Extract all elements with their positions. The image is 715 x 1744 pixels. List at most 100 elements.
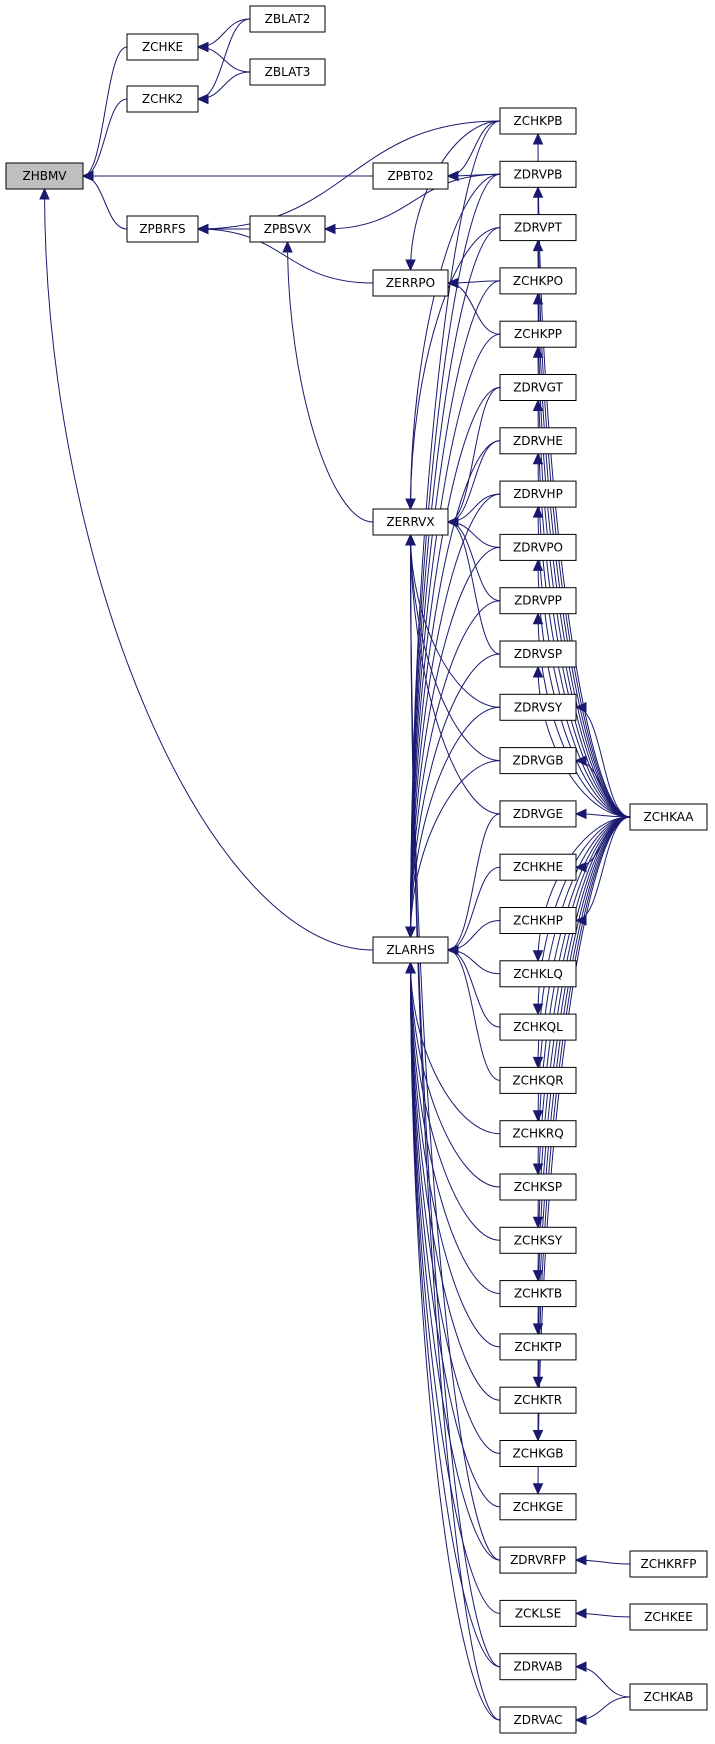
arrowhead-zchkaa-to-zdrvsy [574,702,587,713]
node-zchkpp[interactable]: ZCHKPP [499,320,577,348]
node-box-zchkhe [499,853,577,881]
node-zchktb[interactable]: ZCHKTB [499,1280,577,1308]
node-box-zpbt02 [372,162,449,190]
arrowhead-zchkee-to-zcklse [574,1608,587,1619]
node-label-zerrpo: ZERRPO [386,276,435,290]
node-zdrvsp[interactable]: ZDRVSP [499,640,577,668]
arrowhead-zchkaa-to-zchkpo [532,292,544,305]
node-label-zchksp: ZCHKSP [514,1180,562,1194]
arrowhead-zchkaa-to-zchkpp [532,345,544,358]
node-box-zchkgb [499,1440,577,1467]
node-zchkqr[interactable]: ZCHKQR [499,1066,577,1094]
node-label-zchke: ZCHKE [142,40,183,54]
node-zdrvgt[interactable]: ZDRVGT [499,374,577,401]
node-zchksy[interactable]: ZCHKSY [499,1226,577,1254]
edge-zchkaa-to-zchktr [537,816,631,1388]
node-zchkhp[interactable]: ZCHKHP [499,907,577,934]
node-box-zdrvpo [499,533,577,561]
node-box-zchklq [499,960,577,988]
edge-zchkaa-to-zchkgb [537,816,631,1441]
node-zdrvab[interactable]: ZDRVAB [499,1653,577,1681]
node-zchkpb[interactable]: ZCHKPB [499,107,577,135]
edge-zchkpp-to-zlarhs [410,333,501,938]
node-zdrvpb[interactable]: ZDRVPB [499,160,577,188]
node-zchklq[interactable]: ZCHKLQ [499,960,577,988]
node-zpbrfs[interactable]: ZPBRFS [126,215,199,243]
node-zdrvgb[interactable]: ZDRVGB [499,747,577,775]
node-zpbsvx[interactable]: ZPBSVX [249,215,326,243]
arrowhead-zdrvpb-to-zpbt02 [446,170,459,182]
node-label-zdrvpo: ZDRVPO [513,540,563,554]
node-zchkab[interactable]: ZCHKAB [629,1683,708,1711]
edge-zdrvge-to-zerrvx [410,534,501,815]
edge-zdrvge-to-zlarhs [447,813,501,951]
node-zdrvpo[interactable]: ZDRVPO [499,533,577,561]
edge-zchktr-to-zlarhs [410,962,501,1401]
node-zlarhs[interactable]: ZLARHS [372,936,449,964]
node-label-zhbmv: ZHBMV [22,169,67,183]
edge-zdrvrfp-to-zlarhs [410,962,501,1561]
arrowhead-zchkab-to-zdrvab [574,1661,587,1672]
node-zchkql[interactable]: ZCHKQL [499,1013,577,1041]
node-zchktp[interactable]: ZCHKTP [499,1333,577,1361]
edge-zlarhs-to-zhbmv [44,188,374,951]
node-zchke[interactable]: ZCHKE [126,33,199,61]
node-zchkrfp[interactable]: ZCHKRFP [629,1550,708,1578]
node-zcklse[interactable]: ZCKLSE [499,1599,577,1627]
node-box-zlarhs [372,936,449,964]
node-zblat3[interactable]: ZBLAT3 [249,58,326,86]
node-box-zchk2 [126,85,199,113]
node-zchkrq[interactable]: ZCHKRQ [499,1120,577,1148]
node-box-zpbrfs [126,215,199,243]
node-zchktr[interactable]: ZCHKTR [499,1386,577,1414]
node-box-zdrvge [499,800,577,828]
node-zchkee[interactable]: ZCHKEE [629,1603,708,1631]
arrowhead-zchkrfp-to-zdrvrfp [574,1554,587,1566]
arrowhead-zchkaa-to-zdrvpp [532,612,544,625]
edge-zchksp-to-zlarhs [410,962,501,1188]
node-zdrvpp[interactable]: ZDRVPP [499,587,577,615]
node-label-zlarhs: ZLARHS [386,943,434,957]
node-zchkhe[interactable]: ZCHKHE [499,853,577,881]
node-zchkge[interactable]: ZCHKGE [499,1493,577,1521]
node-label-zpbsvx: ZPBSVX [264,222,312,236]
node-zdrvac[interactable]: ZDRVAC [499,1706,577,1734]
node-box-zcklse [499,1599,577,1627]
node-zchkpo[interactable]: ZCHKPO [499,267,577,295]
node-label-zdrvrfp: ZDRVRFP [510,1553,566,1567]
edge-zchkaa-to-zchkpp [537,347,631,818]
arrowhead-zchkaa-to-zchkge [532,1483,544,1496]
node-zchk2[interactable]: ZCHK2 [126,85,199,113]
node-zdrvhe[interactable]: ZDRVHE [499,427,577,455]
node-label-zchkhe: ZCHKHE [513,860,563,874]
node-label-zdrvac: ZDRVAC [514,1713,563,1727]
node-box-zchkpp [499,320,577,348]
edge-zdrvhp-to-zlarhs [410,493,501,938]
edge-zblat2-to-zchke [197,18,251,48]
node-label-zchkrfp: ZCHKRFP [641,1557,697,1571]
node-zdrvrfp[interactable]: ZDRVRFP [499,1546,577,1574]
edge-zblat2-to-zchk2 [197,18,251,100]
node-zdrvpt[interactable]: ZDRVPT [499,214,577,242]
node-zdrvsy[interactable]: ZDRVSY [499,693,577,721]
node-label-zdrvpp: ZDRVPP [514,594,562,608]
node-zchkgb[interactable]: ZCHKGB [499,1440,577,1467]
arrowhead-zchkqr-to-zlarhs [446,944,459,956]
node-box-zchkpo [499,267,577,295]
node-label-zblat3: ZBLAT3 [265,65,311,79]
node-zblat2[interactable]: ZBLAT2 [249,5,326,33]
node-zpbt02[interactable]: ZPBT02 [372,162,449,190]
node-zerrvx[interactable]: ZERRVX [372,508,449,536]
node-label-zcklse: ZCKLSE [515,1606,561,1620]
node-zerrpo[interactable]: ZERRPO [372,269,449,297]
node-label-zchktp: ZCHKTP [514,1340,561,1354]
node-zchksp[interactable]: ZCHKSP [499,1173,577,1201]
node-zdrvge[interactable]: ZDRVGE [499,800,577,828]
arrowhead-zchkaa-to-zchkpb [532,132,544,145]
arrowhead-zchkaa-to-zchklq [532,950,544,963]
node-zhbmv[interactable]: ZHBMV [5,162,84,190]
node-zchkaa[interactable]: ZCHKAA [629,803,708,831]
node-zdrvhp[interactable]: ZDRVHP [499,480,577,508]
node-box-zchkaa [629,803,708,831]
node-box-zchkab [629,1683,708,1711]
